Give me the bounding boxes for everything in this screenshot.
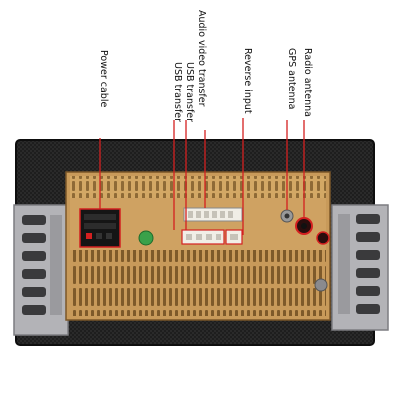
leader-lines xyxy=(99,118,305,235)
usb-connectors xyxy=(181,229,225,245)
label-usb-transfer-2: USB transfer xyxy=(172,62,183,123)
left-mounting-bracket xyxy=(13,204,69,336)
reverse-input-connector xyxy=(225,229,243,245)
power-cable-connector xyxy=(79,208,121,248)
side-screw xyxy=(314,278,328,292)
audio-video-connector xyxy=(183,207,243,222)
gps-antenna-port xyxy=(280,209,294,223)
label-radio-antenna: Radio antenna xyxy=(302,48,313,117)
right-mounting-bracket xyxy=(331,204,389,331)
radio-antenna-port xyxy=(295,217,313,235)
label-usb-transfer-1: USB transfer xyxy=(184,62,195,123)
label-power-cable: Power cable xyxy=(98,50,109,108)
label-audio-video-transfer: Audio video transfer xyxy=(196,10,207,107)
aux-port xyxy=(316,231,330,245)
label-gps-antenna: GPS antenna xyxy=(286,48,297,110)
label-reverse-input: Reverse input xyxy=(242,48,253,114)
green-sticker xyxy=(138,230,154,246)
